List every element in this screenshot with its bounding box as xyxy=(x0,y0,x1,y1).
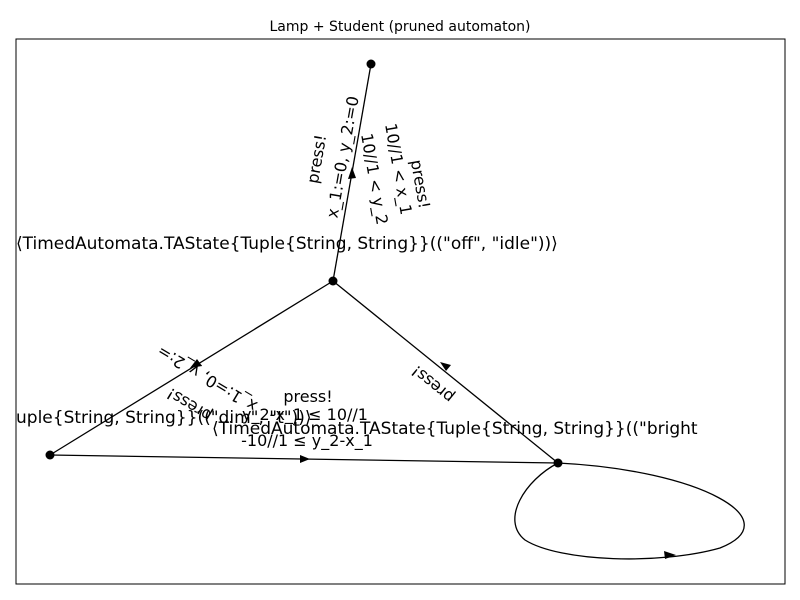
edge-labels-bright-to-off: press! xyxy=(407,361,457,407)
node-init xyxy=(366,59,376,69)
node-off-idle xyxy=(328,276,338,286)
node-label-bright: ⟨TimedAutomata.TAState{Tuple{String, Str… xyxy=(212,419,698,439)
edge-line xyxy=(514,462,745,560)
edge-labels-init-to-off: press! xyxy=(303,133,330,185)
edge-label: -10//1 ≤ y_2-x_1 xyxy=(241,431,373,451)
node-label-off-idle: ⟨TimedAutomata.TAState{Tuple{String, Str… xyxy=(16,234,558,254)
node-dim-t xyxy=(45,450,55,460)
edge-label: press! xyxy=(407,361,457,407)
edge-bright-to-off xyxy=(332,280,559,464)
plot-frame xyxy=(15,38,786,585)
edge-label: x_1:=0, y_2:=0 xyxy=(323,95,364,220)
node-label-dim-t: uple{String, String}}(("dim", "t"))⟩ xyxy=(16,408,311,428)
edge-labels-init-to-off-reset: x_1:=0, y_2:=0 xyxy=(323,95,364,220)
edge-arrowhead xyxy=(348,167,356,179)
edge-label: y_2-x_1 ≤ 10//1 xyxy=(242,405,368,425)
edge-line xyxy=(49,280,334,456)
edge-arrowhead xyxy=(300,455,310,463)
node-bright xyxy=(553,458,563,468)
edge-dim-to-bright xyxy=(49,454,559,464)
edge-arrowhead xyxy=(440,362,451,371)
edge-init-to-off xyxy=(332,63,372,282)
edge-off-to-dim xyxy=(49,280,334,456)
edge-arrowhead xyxy=(190,359,202,368)
edge-label: press! xyxy=(283,387,332,406)
edge-line xyxy=(332,280,559,464)
edge-bright-self-loop xyxy=(514,462,745,560)
edge-arrowhead xyxy=(664,551,676,559)
figure-title: Lamp + Student (pruned automaton) xyxy=(269,19,530,35)
edge-label: press! xyxy=(303,133,330,185)
